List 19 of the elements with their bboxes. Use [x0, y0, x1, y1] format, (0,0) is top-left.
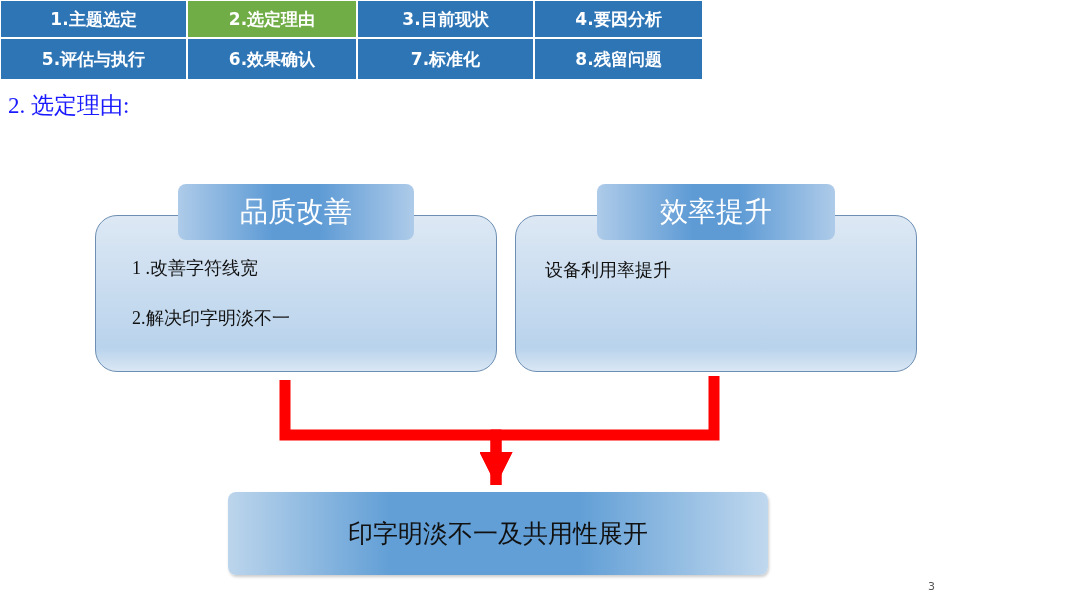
list-item: 设备利用率提升: [545, 259, 671, 282]
nav-tab: 3.目前现状: [357, 0, 534, 38]
active-tab: 2.选定理由: [187, 0, 357, 38]
result-box: 印字明淡不一及共用性展开: [228, 492, 768, 575]
page-heading: 2. 选定理由:: [8, 92, 130, 120]
merge-arrow: [479, 376, 720, 485]
heading-tab: 效率提升: [597, 184, 835, 240]
list-item: 1 .改善字符线宽: [132, 257, 258, 280]
category-panel: [95, 184, 497, 372]
nav-tab: 8.残留问题: [534, 38, 703, 80]
nav-tab: 6.效果确认: [187, 38, 357, 80]
nav-tab: 5.评估与执行: [0, 38, 187, 80]
nav-tab: 4.要因分析: [534, 0, 703, 38]
nav-tab: 1.主题选定: [0, 0, 187, 38]
page-number: 3: [928, 580, 935, 593]
nav-tab: 7.标准化: [357, 38, 534, 80]
category-panel: [515, 184, 917, 372]
heading-tab: 品质改善: [178, 184, 414, 240]
list-item: 2.解决印字明淡不一: [132, 307, 290, 330]
